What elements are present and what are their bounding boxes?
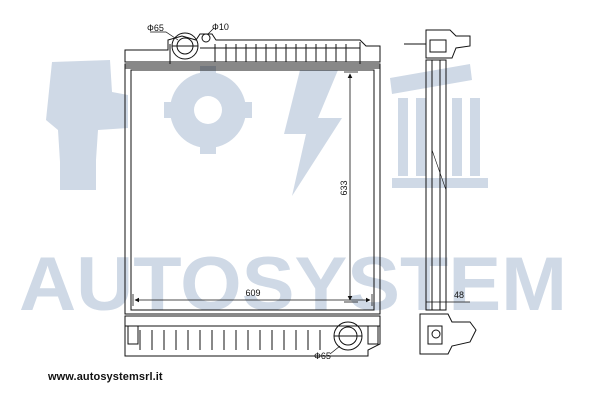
core-height-label: 633 bbox=[339, 180, 349, 195]
top-large-port-label: Ф65 bbox=[147, 23, 164, 33]
top-small-port-label: Ф10 bbox=[212, 22, 229, 32]
bottom-tank bbox=[124, 315, 381, 357]
outlet-port-bottom bbox=[333, 321, 363, 351]
radiator-front-view bbox=[124, 32, 381, 357]
radiator-side-view bbox=[404, 29, 477, 355]
watermark-text: AUTOSYSTEM bbox=[19, 242, 567, 327]
leader-top-small-port bbox=[207, 27, 215, 35]
website-url[interactable]: www.autosystemsrl.it bbox=[48, 371, 163, 383]
leader-top-large-port bbox=[150, 31, 179, 41]
bottom-port-label: Ф65 bbox=[314, 351, 331, 361]
dimension-core-width bbox=[132, 294, 373, 306]
watermark-logo bbox=[46, 60, 488, 196]
dimension-depth bbox=[425, 294, 470, 310]
depth-label: 48 bbox=[454, 290, 464, 300]
core bbox=[124, 65, 381, 315]
core-width-label: 609 bbox=[245, 288, 260, 298]
leader-bottom-port bbox=[329, 345, 341, 355]
top-tank bbox=[124, 32, 381, 64]
vent-port-top bbox=[201, 33, 211, 43]
inlet-port-top bbox=[171, 32, 199, 60]
